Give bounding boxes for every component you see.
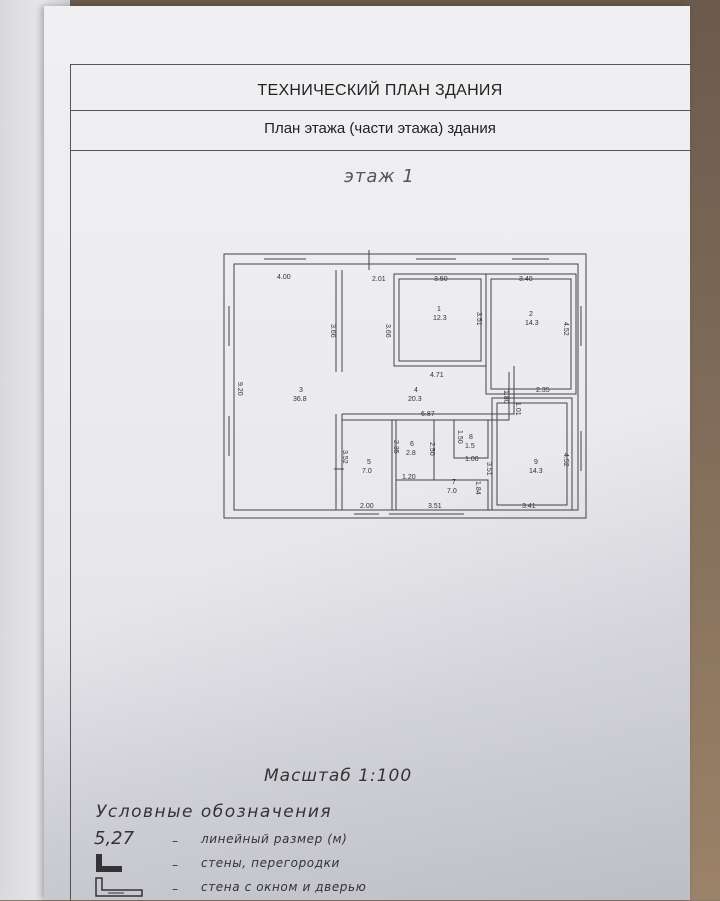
room-area: 36.8 [293,396,307,403]
dim-label: 3.41 [522,503,536,510]
dim-label: 4.52 [562,453,569,467]
room-5-wall [341,419,393,511]
legend-text: линейный размер (м) [201,832,348,846]
title-block: ТЕХНИЧЕСКИЙ ПЛАН ЗДАНИЯ [70,64,690,111]
document-page: ТЕХНИЧЕСКИЙ ПЛАН ЗДАНИЯ План этажа (част… [44,6,691,901]
dim-label: 3.52 [341,450,348,464]
dim-label: 3.51 [485,462,492,476]
legend-dash: – [172,834,178,848]
room-9-wall [491,397,573,511]
room-area: 14.3 [529,468,543,475]
room-number: 2 [529,311,533,318]
dim-label: 2.00 [360,503,374,510]
legend-window-door-symbol [95,877,143,897]
dim-label: 2.35 [536,387,550,394]
dim-label: 3.66 [384,324,391,338]
dim-label: 3.50 [434,276,448,283]
legend-dimension-symbol: 5,27 [94,828,135,849]
document-title: ТЕХНИЧЕСКИЙ ПЛАН ЗДАНИЯ [257,82,503,99]
room-9-wall-inner [496,402,568,506]
room-area: 7.0 [362,468,372,475]
legend-title: Условные обозначения [96,802,333,822]
dim-label: 2.01 [372,276,386,283]
legend-text: стены, перегородки [201,856,340,870]
room-number: 3 [299,387,303,394]
dim-label: 4.00 [277,274,291,281]
dim-label: 4.52 [562,322,569,336]
room-2-wall-inner [490,278,572,390]
dim-label: 3.66 [329,324,336,338]
legend-dash: – [172,858,178,872]
room-7-wall [395,479,489,511]
room-number: 9 [534,459,538,466]
room-area: 14.3 [525,320,539,327]
floor-label: этаж 1 [344,166,415,187]
room-number: 5 [367,459,371,466]
legend-text: стена с окном и дверью [201,880,367,894]
outer-wall-outer [223,253,587,519]
dim-label: 3.40 [519,276,533,283]
page-frame [70,64,691,901]
dim-label: 1.20 [402,474,416,481]
dim-label: 6.87 [421,411,435,418]
room-number: 8 [469,434,473,441]
room-8-wall [453,419,489,459]
scale-label: Масштаб 1:100 [264,766,413,786]
dim-label: 3.51 [428,503,442,510]
room-area: 7.0 [447,488,457,495]
subtitle-block: План этажа (части этажа) здания [70,110,690,151]
room-area: 12.3 [433,315,447,322]
dim-label: 9.20 [236,382,243,396]
room-number: 7 [452,479,456,486]
room-2-wall [485,273,577,395]
dim-label: 2.35 [392,440,399,454]
floor-plan: 4.00 2.01 3.50 3.40 3.66 3.66 3.51 4.52 … [223,250,587,519]
room-area: 20.3 [408,396,422,403]
room-number: 6 [410,441,414,448]
room-number: 1 [437,306,441,313]
legend-dash: – [172,882,178,896]
dim-label: 2.50 [428,442,435,456]
room-area: 2.8 [406,450,416,457]
dim-label: 4.71 [430,372,444,379]
room-area: 1.5 [465,443,475,450]
corridor-wall [342,366,515,415]
dim-label: 3.51 [475,312,482,326]
dim-label: 1.01 [514,402,521,416]
dim-label: 1.50 [456,430,463,444]
room-1-wall-inner [398,278,482,362]
document-subtitle: План этажа (части этажа) здания [264,120,496,137]
dim-label: 1.00 [465,456,479,463]
legend-wall-symbol [96,854,122,872]
dim-label: 1.80 [502,390,509,404]
dim-label: 1.84 [474,481,481,495]
room-number: 4 [414,387,418,394]
